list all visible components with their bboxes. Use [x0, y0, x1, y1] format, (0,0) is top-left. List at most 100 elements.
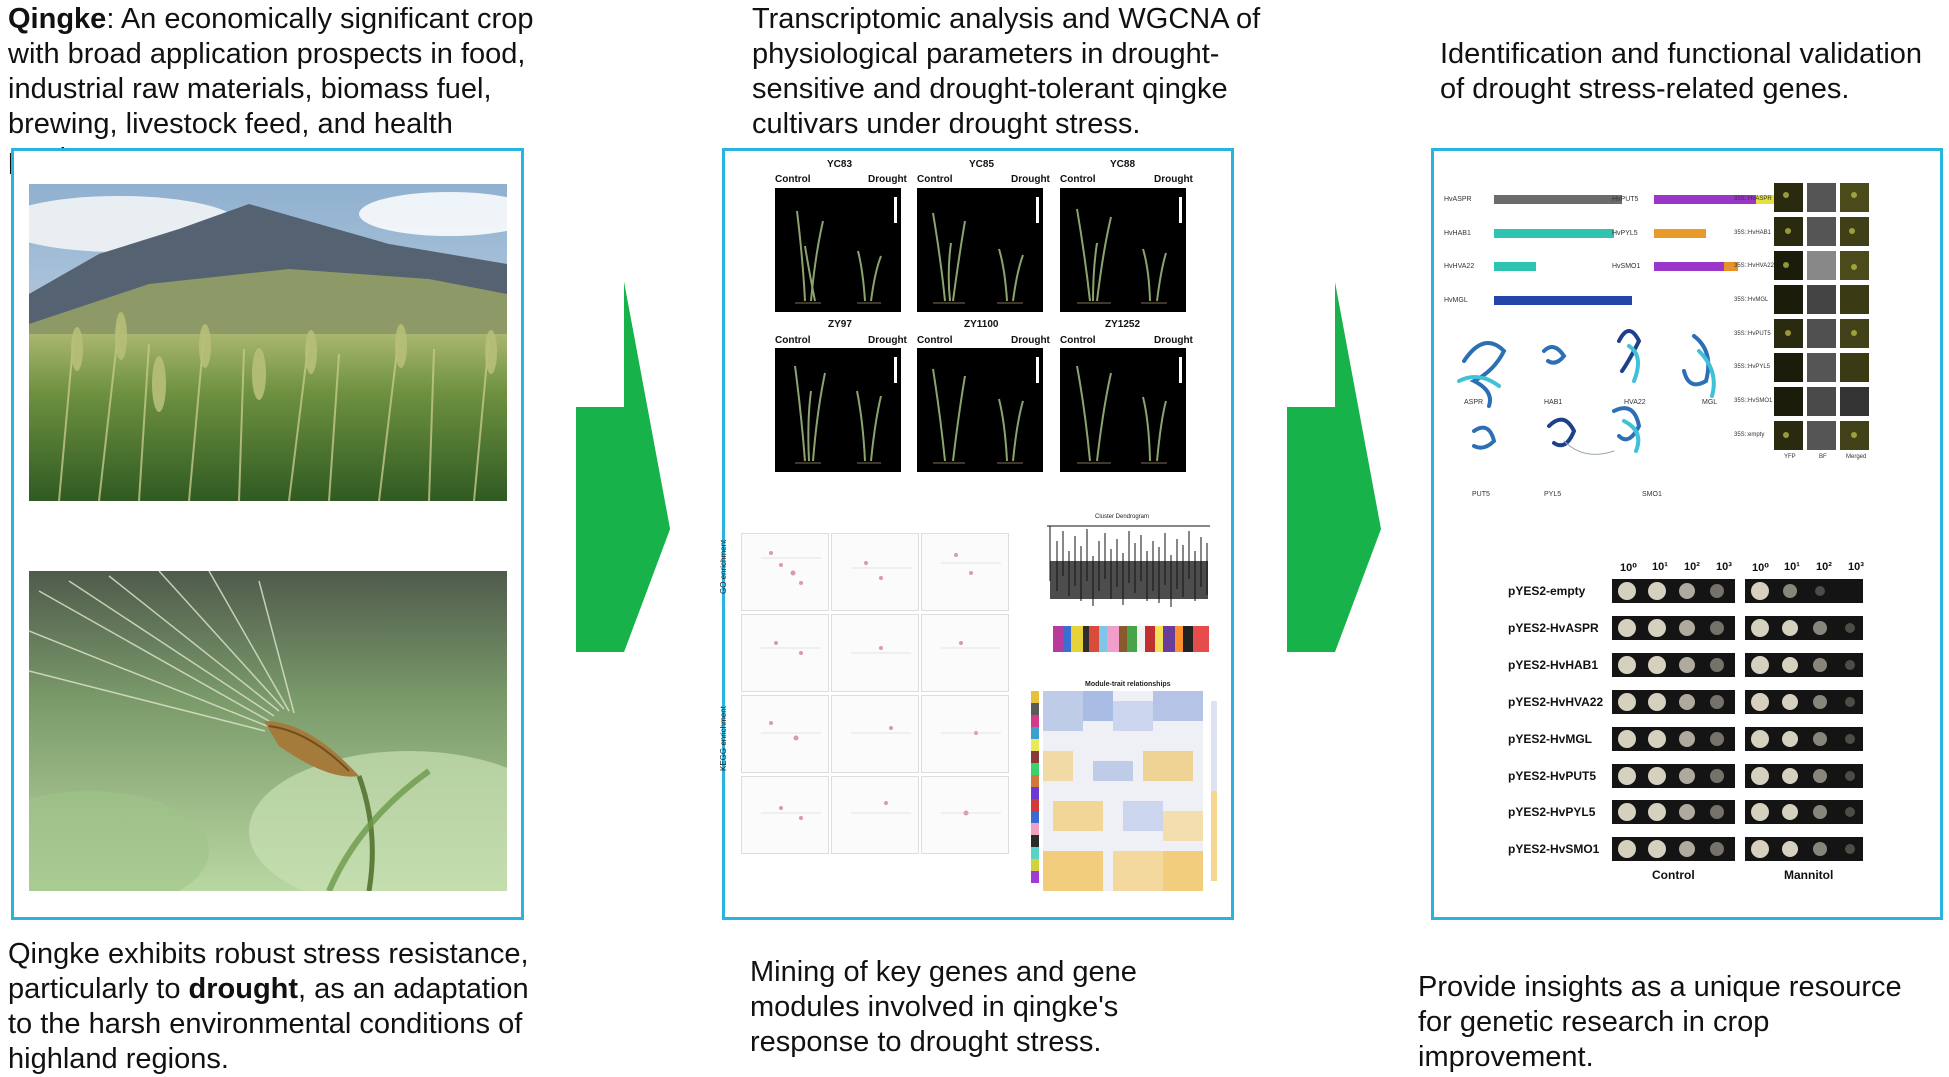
gene-structure-bar — [1654, 262, 1724, 271]
left-bottom-caption-a: Qingke exhibits robust stress resistance… — [8, 938, 529, 1005]
dilution-label: 10⁰ — [1620, 562, 1638, 574]
gene-name-label: HvHAB1 — [1444, 230, 1471, 237]
dilution-label: 10³ — [1716, 561, 1732, 573]
protein-label: SMO1 — [1642, 491, 1662, 498]
dilution-label: 10³ — [1848, 561, 1864, 573]
yeast-strain-label: pYES2-HvHAB1 — [1508, 658, 1599, 672]
phenotype-image — [1060, 188, 1186, 312]
scale-bar — [894, 197, 897, 223]
protein-label: PUT5 — [1472, 491, 1490, 498]
yeast-strain-label: pYES2-HvHVA22 — [1508, 695, 1604, 709]
enrichment-plot — [741, 614, 829, 692]
scale-bar — [1036, 197, 1039, 223]
heatmap-title: Module-trait relationships — [1085, 681, 1171, 688]
enrichment-plot — [921, 533, 1009, 611]
micro-row-label: 35S::HvASPR — [1734, 196, 1772, 202]
gene-name-label: HvPYL5 — [1612, 230, 1638, 237]
phenotype-image — [1060, 348, 1186, 472]
left-bottom-caption: Qingke exhibits robust stress resistance… — [8, 937, 538, 1077]
micro-row-label: 35S::empty — [1734, 432, 1765, 438]
enrichment-plot — [741, 776, 829, 854]
left-top-caption: Qingke: An economically significant crop… — [8, 2, 568, 177]
qingke-bold-label: Qingke — [8, 3, 107, 35]
micro-row-label: 35S::HvHVA22 — [1734, 263, 1774, 269]
gene-structure-bar — [1654, 195, 1756, 204]
enrichment-plot — [741, 533, 829, 611]
micro-col-label: BF — [1819, 454, 1827, 460]
gene-structure-bar — [1654, 229, 1706, 238]
cultivar-label-2: YC85 — [969, 159, 995, 170]
scale-bar — [1179, 357, 1182, 383]
dilution-label: 10⁰ — [1752, 562, 1770, 574]
seedling-drawings — [794, 208, 1167, 464]
dilution-label: 10² — [1816, 561, 1832, 573]
cultivar-label-6: ZY1252 — [1105, 319, 1141, 330]
yeast-strain-label: pYES2-HvPYL5 — [1508, 805, 1596, 819]
dendrogram-title: Cluster Dendrogram — [1095, 514, 1150, 520]
gene-structure-bar — [1494, 229, 1614, 238]
cultivar-label-5: ZY1100 — [964, 319, 999, 330]
protein-label: HAB1 — [1544, 399, 1563, 406]
cultivar-label-3: YC88 — [1110, 159, 1136, 170]
control-label: Control — [917, 335, 953, 346]
drought-label: Drought — [868, 174, 907, 185]
micro-row-label: 35S::HvPUT5 — [1734, 331, 1771, 337]
enrichment-plot — [741, 695, 829, 773]
control-condition-label: Control — [1652, 868, 1695, 882]
yeast-strain-label: pYES2-HvPUT5 — [1508, 769, 1597, 783]
drought-label: Drought — [868, 335, 907, 346]
gene-structure-bar — [1756, 195, 1776, 204]
micro-row-label: 35S::HvPYL5 — [1734, 364, 1771, 370]
cultivar-label-1: YC83 — [827, 159, 853, 170]
gene-name-label: HvASPR — [1444, 196, 1472, 203]
phenotype-image — [775, 188, 901, 312]
gene-name-label: HvSMO1 — [1612, 263, 1641, 270]
yeast-strain-label: pYES2-HvMGL — [1508, 732, 1593, 746]
drought-label: Drought — [1011, 174, 1050, 185]
protein-label: HVA22 — [1624, 399, 1646, 406]
enrichment-plot — [831, 533, 919, 611]
left-photo-panel — [11, 148, 524, 920]
left-top-caption-text: : An economically significant crop with … — [8, 3, 534, 175]
enrichment-plot — [921, 695, 1009, 773]
drought-label: Drought — [1154, 174, 1193, 185]
micro-col-label: Merged — [1846, 454, 1867, 460]
left-bottom-caption-b: , as an adaptation to the harsh environm… — [8, 973, 529, 1075]
enrichment-plot — [831, 695, 919, 773]
dilution-label: 10² — [1684, 561, 1700, 573]
barley-head-photo — [29, 571, 507, 891]
scale-bar — [894, 357, 897, 383]
protein-structures — [1457, 329, 1716, 455]
gene-name-label: HvPUT5 — [1612, 196, 1639, 203]
control-label: Control — [775, 174, 811, 185]
yeast-strain-label: pYES2-HvASPR — [1508, 621, 1599, 635]
cluster-dendrogram — [1047, 525, 1210, 607]
yeast-spot-plates — [1612, 579, 1863, 861]
drought-bold-label: drought — [188, 973, 299, 1005]
right-figure-panel: HvASPR HvHAB1 HvHVA22 HvMGL HvPUT5 HvPYL… — [1431, 148, 1943, 920]
enrichment-plot — [921, 614, 1009, 692]
protein-label: PYL5 — [1544, 491, 1562, 498]
gene-name-label: HvHVA22 — [1444, 263, 1475, 270]
kegg-enrichment-axis-label: KEGG enrichment — [719, 706, 728, 771]
micro-row-label: 35S::HvHAB1 — [1734, 230, 1772, 236]
flow-arrow-2 — [1287, 282, 1381, 652]
gene-structure-bar — [1494, 296, 1632, 305]
module-color-bar — [1053, 626, 1209, 652]
cultivar-label-4: ZY97 — [828, 319, 852, 330]
module-trait-heatmap — [1031, 691, 1217, 891]
dilution-label: 10¹ — [1784, 561, 1800, 573]
micro-row-label: 35S::HvMGL — [1734, 297, 1769, 303]
barley-field-photo — [29, 184, 507, 501]
flow-arrow-1 — [576, 282, 670, 652]
middle-figure-panel: YC83 YC85 YC88 Control Drought Control D… — [719, 148, 1234, 920]
gene-name-label: HvMGL — [1444, 297, 1468, 304]
scale-bar — [1036, 357, 1039, 383]
right-bottom-caption: Provide insights as a unique resource fo… — [1418, 971, 1902, 1073]
yeast-strain-label: pYES2-HvSMO1 — [1508, 842, 1600, 856]
scale-bar — [1179, 197, 1182, 223]
enrichment-dots — [761, 551, 1001, 820]
micro-col-label: YFP — [1784, 454, 1796, 460]
gene-structure-bar — [1724, 262, 1738, 271]
control-label: Control — [1060, 335, 1096, 346]
